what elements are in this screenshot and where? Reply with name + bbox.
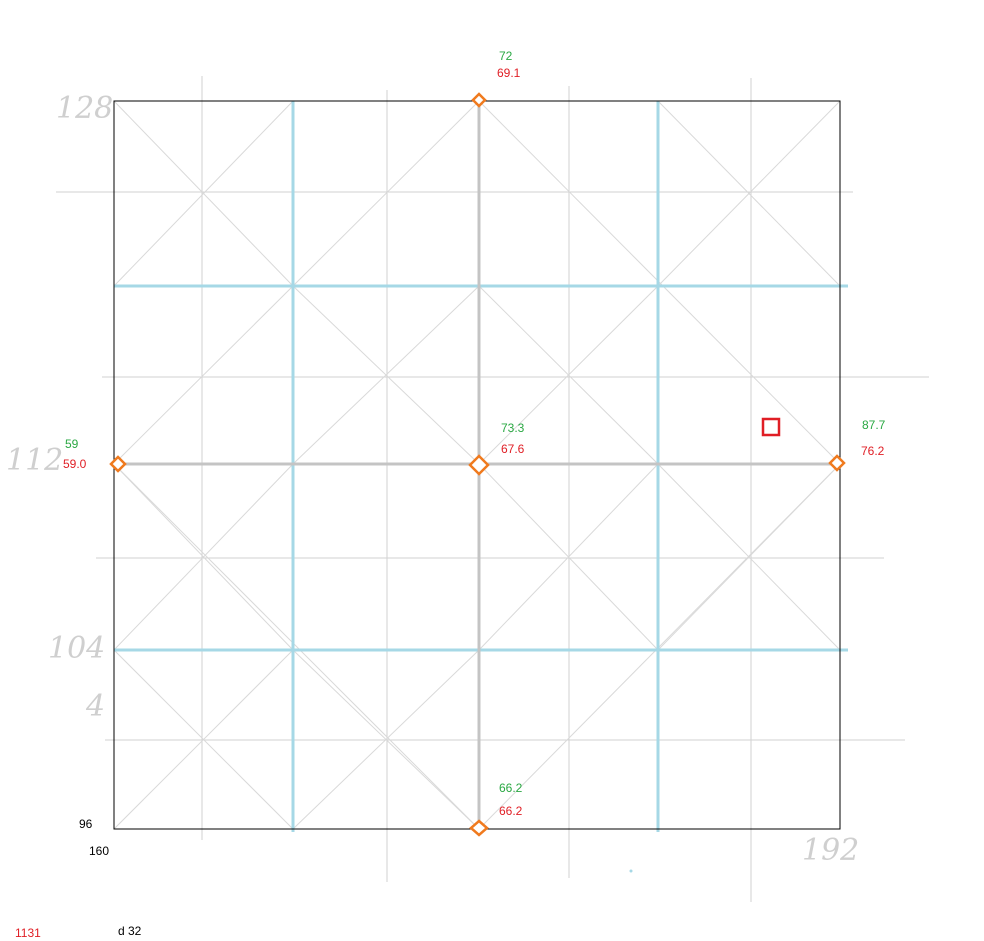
red-square-marker-icon[interactable]	[761, 417, 781, 437]
top-green-value: 72	[499, 49, 513, 63]
node-marker-right[interactable]	[828, 454, 846, 472]
node-markers	[109, 92, 846, 837]
node-marker-bottom[interactable]	[469, 819, 489, 837]
diagonals	[113, 100, 841, 830]
bottom-green-value: 66.2	[499, 781, 523, 795]
node-marker-center[interactable]	[468, 454, 490, 476]
bottom-red-value: 66.2	[499, 804, 523, 818]
handwritten-left-low-sub: 4	[85, 689, 105, 724]
handwritten-labels: 128 112 104 4 192	[6, 91, 859, 868]
top-red-value: 69.1	[497, 66, 521, 80]
right-green-value: 87.7	[862, 418, 886, 432]
right-red-value: 76.2	[861, 444, 885, 458]
handwritten-bottom-right: 192	[802, 833, 859, 868]
handwritten-top-left: 128	[56, 91, 113, 126]
center-green-value: 73.3	[501, 421, 525, 435]
corner-y-min: 96	[79, 817, 93, 831]
center-red-value: 67.6	[501, 442, 525, 456]
node-labels: 72 69.1 59 59.0 73.3 67.6 87.7 76.2 66.2…	[63, 49, 886, 818]
light-grid	[56, 76, 929, 902]
handwritten-left-mid: 112	[6, 443, 63, 478]
node-marker-left[interactable]	[109, 455, 127, 473]
corner-x-min: 160	[89, 844, 109, 858]
node-marker-top[interactable]	[471, 92, 487, 108]
footer-red-code: 1131	[15, 926, 41, 940]
blue-dot	[629, 869, 633, 873]
footer-depth: d 32	[118, 924, 142, 938]
left-red-value: 59.0	[63, 457, 87, 471]
blue-grid	[114, 101, 848, 832]
handwritten-left-low: 104	[48, 631, 105, 666]
left-green-value: 59	[65, 437, 79, 451]
